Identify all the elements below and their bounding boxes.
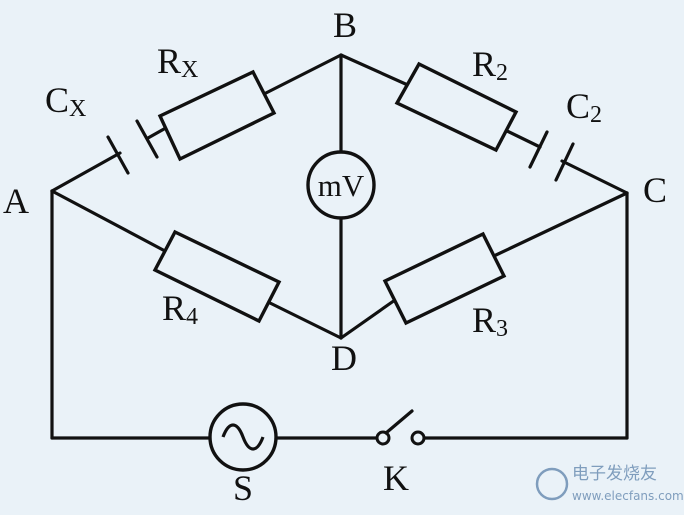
sine-wave-icon: [221, 423, 265, 451]
wire-a-r4: [50, 189, 167, 253]
label-rx: RX: [157, 41, 198, 83]
meter-label: mV: [318, 168, 365, 203]
wires: [50, 53, 629, 440]
resistor-rx: [157, 69, 277, 162]
wire-a-cx: [50, 151, 122, 193]
wire-d-r3: [339, 298, 397, 340]
label-r4: R4: [162, 288, 198, 330]
wire-c2-c: [560, 159, 629, 195]
wire-r2-c2: [503, 128, 542, 149]
resistor-r3: [382, 231, 507, 326]
label-c2: C2: [566, 86, 602, 128]
label-r2: R2: [472, 44, 508, 86]
capacitor-c2: [528, 130, 575, 182]
node-label-b: B: [333, 5, 357, 45]
label-r3: R3: [472, 300, 508, 342]
wire-r4-d: [266, 300, 343, 340]
node-label-c: C: [643, 170, 667, 210]
wire-b-r2: [339, 53, 412, 88]
node-label-a: A: [3, 181, 29, 221]
wire-r3-c: [494, 191, 629, 257]
label-cx: CX: [45, 80, 86, 122]
watermark-url: www.elecfans.com: [572, 489, 684, 503]
watermark: 电子发烧友 www.elecfans.com: [535, 464, 684, 503]
capacitor-cx: [106, 119, 159, 175]
watermark-logo-icon: [535, 467, 569, 501]
node-label-d: D: [331, 338, 357, 378]
resistor-r4: [152, 229, 282, 324]
label-switch: K: [383, 458, 409, 498]
millivoltmeter: [306, 150, 376, 220]
switch-k: [375, 409, 426, 446]
resistor-r2: [394, 61, 519, 153]
wire-rx-b: [260, 53, 343, 97]
label-source: S: [233, 468, 253, 508]
watermark-text: 电子发烧友: [572, 464, 657, 484]
